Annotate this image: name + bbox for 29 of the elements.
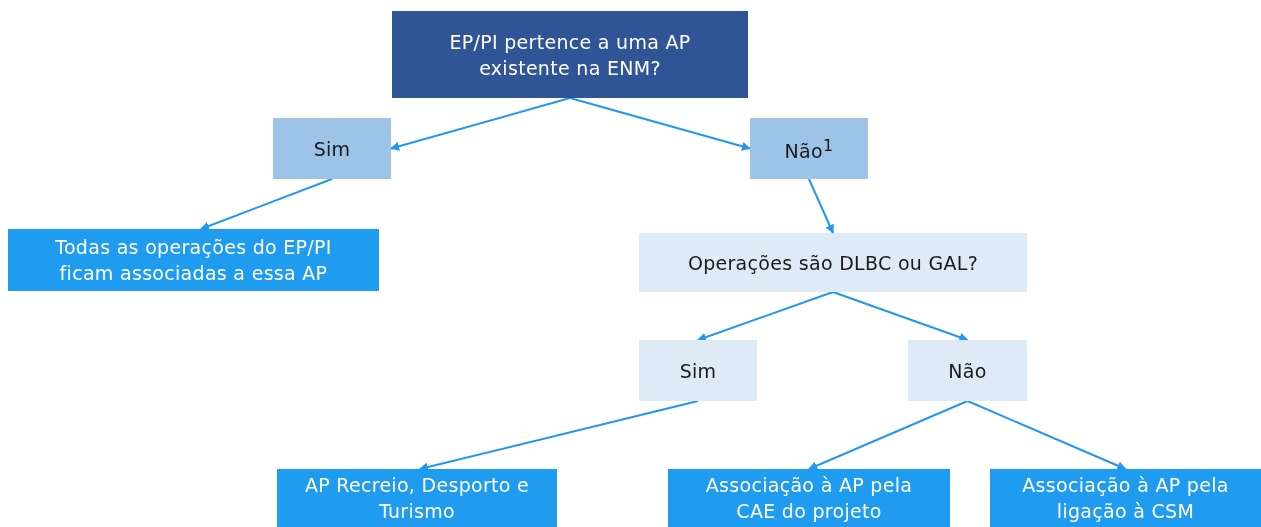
arrow bbox=[697, 291, 834, 342]
arrow bbox=[966, 400, 1127, 470]
flowchart-box bbox=[273, 118, 391, 179]
flowchart-box bbox=[750, 118, 868, 179]
box-label: Operações são DLBC ou GAL? bbox=[687, 250, 979, 276]
box-label: Sim bbox=[679, 358, 717, 384]
flowchart-box bbox=[908, 340, 1027, 401]
box-label: Todas as operações do EP/PI ficam associadas a essa AP bbox=[54, 235, 333, 286]
box-label: EP/PI pertence a uma AP existente na ENM? bbox=[448, 29, 692, 81]
arrow bbox=[199, 178, 333, 231]
flowchart-box bbox=[668, 469, 950, 527]
flowchart-box bbox=[639, 233, 1027, 292]
arrow bbox=[569, 97, 751, 151]
flowchart-box bbox=[990, 469, 1261, 527]
box-label: Associação à AP pela CAE do projeto bbox=[704, 473, 914, 524]
box-label: Sim bbox=[313, 136, 351, 162]
flowchart-box bbox=[639, 340, 757, 401]
box-label: AP Recreio, Desporto e Turismo bbox=[303, 473, 531, 524]
arrow bbox=[418, 400, 699, 472]
arrow bbox=[832, 291, 969, 342]
box-label: Associação à AP pela ligação à CSM bbox=[1021, 473, 1230, 524]
flowchart-box bbox=[392, 11, 748, 98]
box-label: Não$^{1}$ bbox=[784, 134, 834, 165]
arrow bbox=[390, 97, 571, 151]
arrow bbox=[808, 178, 834, 234]
flowchart-box bbox=[8, 229, 379, 291]
box-label: Não bbox=[948, 358, 987, 384]
flowchart-box bbox=[277, 469, 557, 527]
arrow bbox=[808, 400, 969, 470]
